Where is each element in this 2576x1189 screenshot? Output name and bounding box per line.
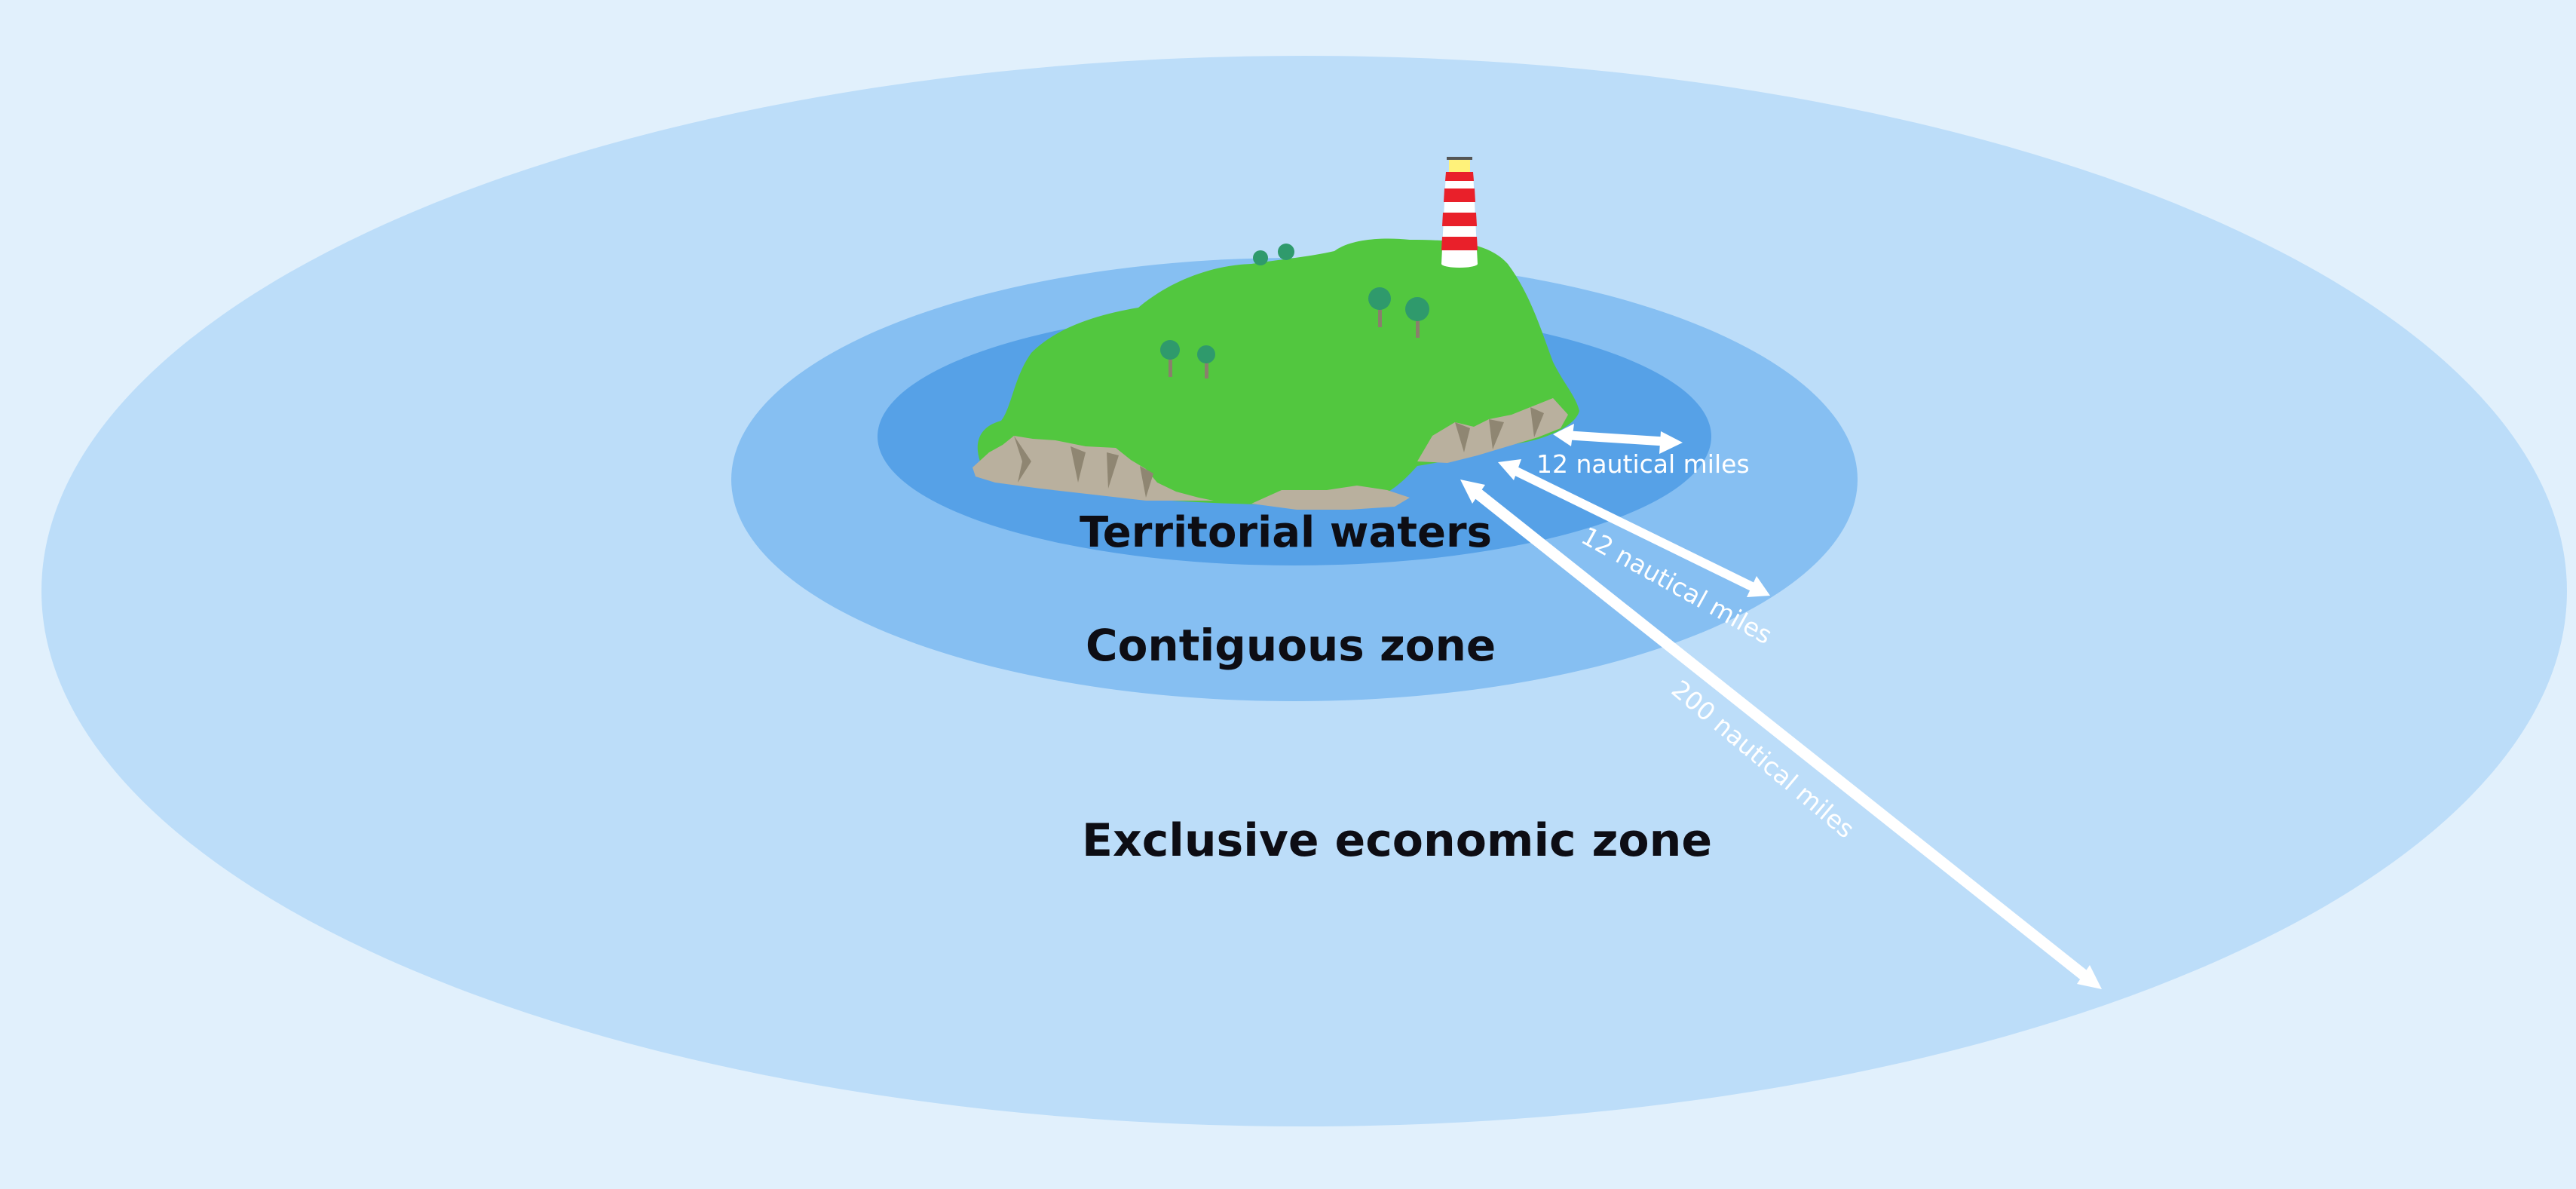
tree-icon (1197, 345, 1215, 378)
island (973, 157, 1579, 510)
tree-icon (1405, 297, 1429, 338)
tree-icon (1368, 287, 1391, 327)
eez-distance-arrow (1460, 480, 2102, 989)
territorial-distance-arrow (1553, 424, 1683, 454)
tree-icon (1253, 244, 1294, 265)
island-cliffs-east-shade (1455, 407, 1544, 452)
tree-icon (1160, 340, 1180, 377)
island-cliffs-west (973, 436, 1214, 501)
territorial-distance-label: 12 nautical miles (1536, 449, 1750, 479)
contiguous-distance-arrow (1498, 459, 1770, 597)
island-cliffs-south (1251, 486, 1410, 510)
lighthouse-icon (1441, 157, 1478, 268)
territorial-waters-label: Territorial waters (1080, 508, 1492, 557)
exclusive-economic-zone-label: Exclusive economic zone (1082, 814, 1712, 867)
contiguous-zone-label: Contiguous zone (1086, 620, 1496, 671)
island-land (977, 238, 1579, 505)
